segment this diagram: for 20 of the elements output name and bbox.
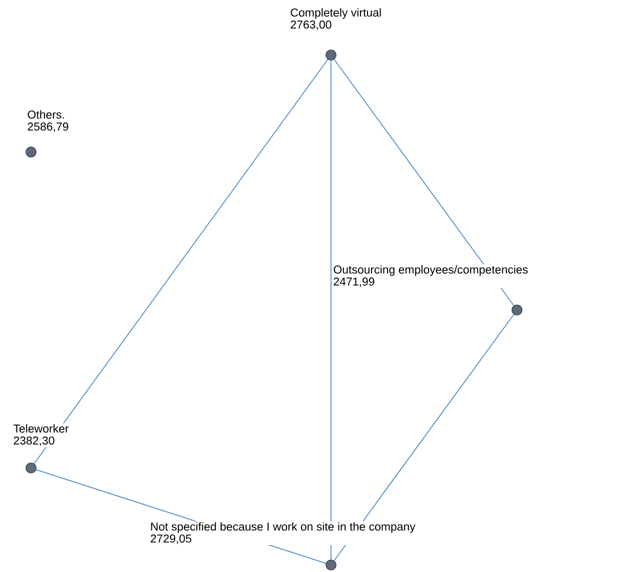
point-label: Not specified because I work on site in the company 2729,05 xyxy=(149,521,416,545)
node-label: 2729,05 xyxy=(150,534,192,544)
dot xyxy=(326,560,336,570)
line xyxy=(334,58,514,306)
point-label: Outsourcing employees/competencies 2471,99 xyxy=(332,264,530,288)
point-label: Others. 2586,79 xyxy=(26,109,70,133)
dot xyxy=(26,462,36,474)
point-label: Teleworker 2382,30 xyxy=(12,423,70,447)
node-label: Not specified because I work on site in the company xyxy=(151,522,416,533)
line xyxy=(330,60,332,560)
node-label: Outsourcing employees/competencies xyxy=(334,265,528,276)
node-label: 2471,99 xyxy=(334,278,374,287)
dot xyxy=(326,50,336,60)
line xyxy=(34,58,328,464)
dot xyxy=(26,146,36,158)
line xyxy=(334,314,514,562)
node-label: 2382,30 xyxy=(14,436,54,446)
point-label: Completely virtual 2763,00 xyxy=(289,7,383,31)
node-label: Teleworker xyxy=(13,424,69,433)
dot xyxy=(512,304,522,316)
